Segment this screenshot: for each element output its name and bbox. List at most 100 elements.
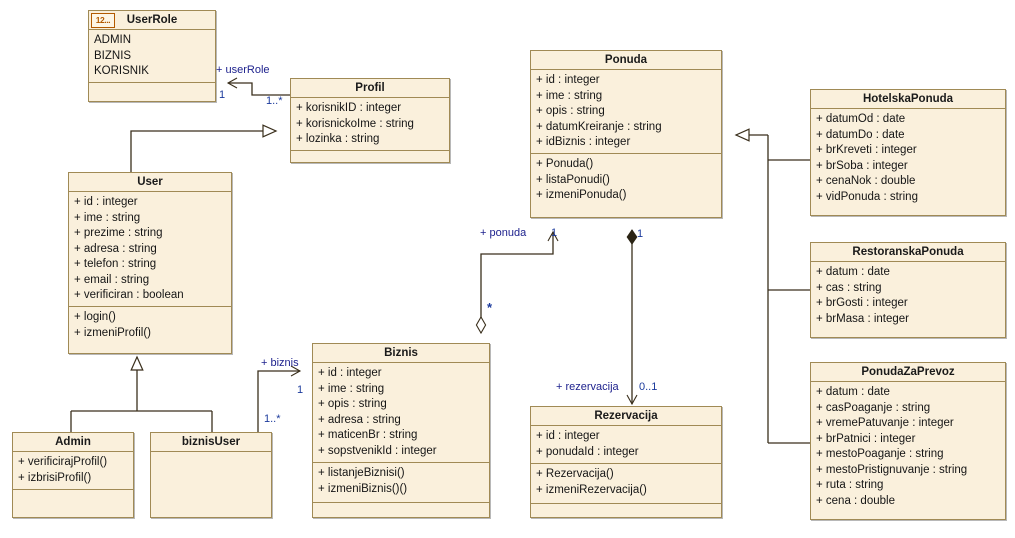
role-label-biznis: + biznis <box>261 357 299 369</box>
attribute-row: + cenaNok : double <box>816 175 916 187</box>
attribute-row: + cena : double <box>816 494 895 507</box>
attribute-row: + sopstvenikId : integer <box>318 444 437 457</box>
operation-row: + izmeniRezervacija() <box>536 483 647 496</box>
class-box-biznisuser[interactable]: biznisUser <box>150 432 272 518</box>
attribute-row: + id : integer <box>536 430 600 442</box>
class-attributes-biznis: + id : integer + ime : string + opis : s… <box>313 363 489 463</box>
class-header-hotelskaponuda: HotelskaPonuda <box>811 90 1005 109</box>
class-title-rezervacija: Rezervacija <box>594 410 658 422</box>
attribute-row: + korisnickoIme : string <box>296 117 414 130</box>
edge-profil-userrole <box>226 77 290 96</box>
class-box-admin[interactable]: Admin + verificirajProfil() + izbrisiPro… <box>12 432 134 518</box>
class-attributes-ponuda: + id : integer + ime : string + opis : s… <box>531 70 721 154</box>
class-title-userrole: UserRole <box>126 14 178 26</box>
attribute-row: + datumDo : date <box>816 128 905 141</box>
attribute-row: + vidPonuda : string <box>816 190 918 203</box>
attribute-row: + ruta : string <box>816 479 884 491</box>
class-header-user: User <box>69 173 231 192</box>
class-header-biznisuser: biznisUser <box>151 433 271 452</box>
attribute-row: + adresa : string <box>74 242 157 255</box>
operation-row: + Ponuda() <box>536 158 594 170</box>
enumeration-badge-icon: 12... <box>91 13 115 28</box>
attribute-row: + datumOd : date <box>816 113 906 125</box>
attribute-row: + ime : string <box>74 211 141 224</box>
class-box-ponuda[interactable]: Ponuda + id : integer + ime : string + o… <box>530 50 722 218</box>
class-attributes-rezervacija: + id : integer + ponudaId : integer <box>531 426 721 464</box>
multiplicity-label-biznisuser-many: 1..* <box>264 413 281 425</box>
multiplicity-label-biznis-1: 1 <box>297 384 304 396</box>
class-box-biznis[interactable]: Biznis + id : integer + ime : string + o… <box>312 343 490 518</box>
class-extra-admin <box>13 490 133 502</box>
attribute-row: + opis : string <box>536 105 605 117</box>
attribute-row: + idBiznis : integer <box>536 136 631 148</box>
class-title-biznis: Biznis <box>384 347 418 359</box>
class-operations-ponuda: + Ponuda() + listaPonudi() + izmeniPonud… <box>531 154 721 211</box>
class-box-ponudazaprevoz[interactable]: PonudaZaPrevoz + datum : date + casPoaga… <box>810 362 1006 520</box>
attribute-row: + id : integer <box>536 74 600 86</box>
operation-row: + login() <box>74 311 116 323</box>
attribute-row: + ime : string <box>536 89 603 102</box>
class-header-biznis: Biznis <box>313 344 489 363</box>
class-box-userrole[interactable]: 12... UserRole ADMIN BIZNIS KORISNIK <box>88 10 216 102</box>
role-label-userrole: + userRole <box>216 64 270 76</box>
class-title-hotelskaponuda: HotelskaPonuda <box>862 93 954 105</box>
class-operations-admin: + verificirajProfil() + izbrisiProfil() <box>13 452 133 490</box>
attribute-row: + prezime : string <box>74 227 163 239</box>
class-attributes-userrole: ADMIN BIZNIS KORISNIK <box>89 30 215 83</box>
class-header-profil: Profil <box>291 79 449 98</box>
operation-row: + izmeniPonuda() <box>536 189 627 201</box>
attribute-row: + opis : string <box>318 398 387 410</box>
class-header-ponudazaprevoz: PonudaZaPrevoz <box>811 363 1005 382</box>
attribute-row: + vremePatuvanje : integer <box>816 417 954 429</box>
attribute-row: + brPatnici : integer <box>816 432 916 445</box>
class-title-biznisuser: biznisUser <box>181 436 241 448</box>
attribute-row: + datumKreiranje : string <box>536 120 662 133</box>
attribute-row: + id : integer <box>74 196 138 208</box>
role-label-rezervacija: + rezervacija <box>556 381 619 393</box>
attribute-row: + ponudaId : integer <box>536 445 639 458</box>
class-title-user: User <box>137 176 163 188</box>
operation-row: + izmeniProfil() <box>74 326 152 339</box>
class-title-ponudazaprevoz: PonudaZaPrevoz <box>861 366 955 378</box>
operation-row: + listanjeBiznisi() <box>318 467 405 479</box>
operation-row: + listaPonudi() <box>536 173 610 186</box>
class-operations-user: + login() + izmeniProfil() <box>69 307 231 354</box>
attribute-row: + mestoPristignuvanje : string <box>816 463 968 476</box>
class-title-admin: Admin <box>55 436 91 448</box>
class-box-rezervacija[interactable]: Rezervacija + id : integer + ponudaId : … <box>530 406 722 518</box>
attribute-row: + maticenBr : string <box>318 429 418 441</box>
class-attributes-profil: + korisnikID : integer + korisnickoIme :… <box>291 98 449 151</box>
attribute-row: + telefon : string <box>74 258 157 270</box>
class-header-admin: Admin <box>13 433 133 452</box>
operation-row: + Rezervacija() <box>536 468 614 480</box>
class-extra-rezervacija <box>531 504 721 516</box>
enum-literal: ADMIN <box>94 34 132 46</box>
class-box-hotelskaponuda[interactable]: HotelskaPonuda + datumOd : date + datumD… <box>810 89 1006 216</box>
class-attributes-restoranskaponuda: + datum : date + cas : string + brGosti … <box>811 262 1005 331</box>
attribute-row: + datum : date <box>816 386 890 398</box>
multiplicity-label-biznis-star: * <box>487 300 493 315</box>
multiplicity-label-ponuda-1: 1 <box>551 227 558 239</box>
attribute-row: + verificiran : boolean <box>74 289 184 301</box>
attribute-row: + brSoba : integer <box>816 159 908 172</box>
attribute-row: + mestoPoaganje : string <box>816 448 944 460</box>
class-title-restoranskaponuda: RestoranskaPonuda <box>852 246 964 258</box>
attribute-row: + ime : string <box>318 382 385 395</box>
class-box-restoranskaponuda[interactable]: RestoranskaPonuda + datum : date + cas :… <box>810 242 1006 338</box>
class-operations-rezervacija: + Rezervacija() + izmeniRezervacija() <box>531 464 721 504</box>
class-header-ponuda: Ponuda <box>531 51 721 70</box>
enum-literal: BIZNIS <box>94 49 132 62</box>
class-operations-biznis: + listanjeBiznisi() + izmeniBiznis()() <box>313 463 489 503</box>
class-attributes-hotelskaponuda: + datumOd : date + datumDo : date + brKr… <box>811 109 1005 209</box>
attribute-row: + id : integer <box>318 367 382 379</box>
class-operations-profil <box>291 151 449 163</box>
attribute-row: + brMasa : integer <box>816 312 910 325</box>
attribute-row: + casPoaganje : string <box>816 401 931 414</box>
enum-literal: KORISNIK <box>94 65 149 77</box>
class-box-profil[interactable]: Profil + korisnikID : integer + korisnic… <box>290 78 450 163</box>
role-label-ponuda: + ponuda <box>480 227 527 239</box>
operation-row: + izbrisiProfil() <box>18 471 92 484</box>
class-title-profil: Profil <box>355 82 385 94</box>
class-box-user[interactable]: User + id : integer + ime : string + pre… <box>68 172 232 354</box>
